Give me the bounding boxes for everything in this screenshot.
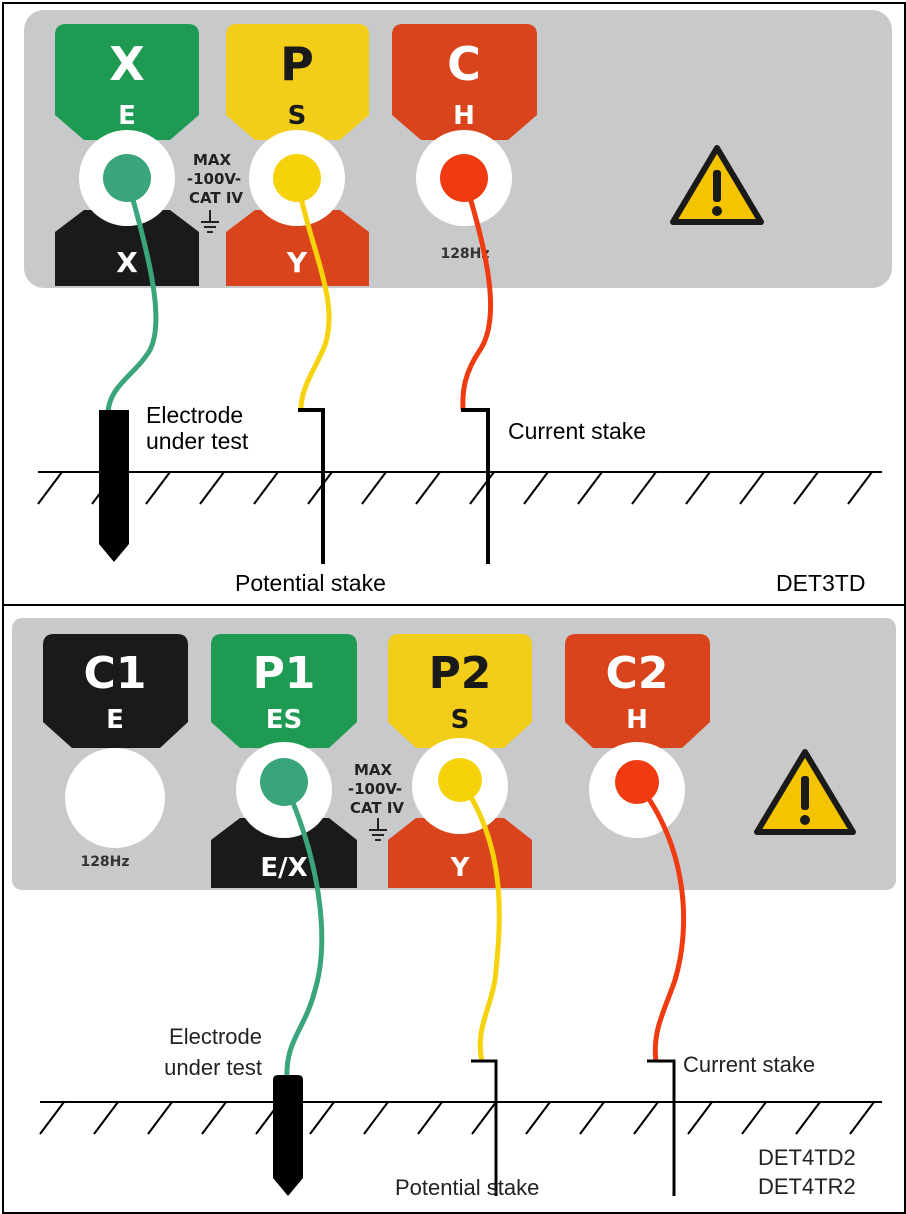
rating-voltage: -100V- [187,170,241,188]
terminal-p1-tab [211,634,357,748]
current-stake-label: Current stake [508,418,647,444]
potential-stake-label-2: Potential stake [395,1175,540,1200]
ground-symbol-2 [369,818,387,841]
rating-voltage-2: -100V- [348,780,402,798]
terminal-x-tab [55,24,199,140]
electrode-label-line1: Electrode [146,402,244,428]
electrode-label-2: Electrode under test [126,1024,262,1081]
terminal-x-lower-tab [55,210,199,286]
current-stake-label-2: Current stake [683,1052,816,1077]
terminal-p-letter: P [280,37,314,91]
terminal-p2-tab [388,634,532,748]
det3td-schematic: X E X P S Y C H MAX -100V- CAT IV 128Hz [24,10,892,564]
current-stake [461,408,490,564]
ground-hatching-2 [39,1101,875,1135]
lead-red [460,177,494,411]
terminal-p-lower-tab [226,210,369,286]
ground-hatching [37,471,873,505]
model-label-det4tr2: DET4TR2 [758,1174,856,1200]
terminal-x-letter: X [109,37,144,91]
potential-stake-label: Potential stake [235,570,386,596]
terminal-c2-letter: C2 [606,648,669,699]
terminal-p1-letter: P1 [253,648,316,699]
rating-max-2: MAX [354,761,393,779]
terminal-c1-letter: C1 [84,648,147,699]
warning-icon-2 [754,749,856,835]
lead-yellow [294,177,332,409]
model-label: DET3TD [776,570,866,596]
electrode-under-test-2 [273,1075,303,1196]
electrode-label-2-line1: Electrode [169,1024,262,1049]
terminal-x-sub: E [118,101,136,131]
lead-green [105,177,159,413]
terminal-c2-sub: H [626,705,648,735]
terminal-p2-sub: S [451,705,470,735]
terminal-p1-sub: ES [266,705,303,735]
terminal-p-lower-letter: Y [286,246,308,279]
potential-stake-2 [471,1059,498,1196]
lead-yellow-2 [457,778,502,1063]
current-stake-2 [647,1059,676,1196]
frequency-label-2: 128Hz [80,854,129,870]
terminal-p1-lower-tab [211,818,357,888]
warning-icon [670,145,764,225]
ground-symbol [201,210,219,233]
model-label-det4td2: DET4TD2 [758,1145,856,1170]
model-labels: DET4TD2 DET4TR2 [758,1145,856,1200]
terminal-p2-letter: P2 [429,648,492,699]
rating-category: CAT IV [189,189,243,207]
terminal-c1-tab [43,634,188,748]
terminal-c-tab [392,24,537,140]
rating-category-2: CAT IV [350,799,404,817]
terminal-c-letter: C [447,37,481,91]
electrode-label: Electrode under test [146,402,248,455]
lead-green-2 [281,780,325,1081]
terminal-x-lower-letter: X [116,246,138,279]
potential-stake [298,408,325,564]
electrode-label-line2: under test [146,428,249,455]
terminal-p-sub: S [288,101,307,131]
terminal-c1-sub: E [106,705,124,735]
socket-c1 [65,748,165,848]
lead-red-2 [635,780,687,1063]
rating-max: MAX [193,151,232,169]
terminal-p1-lower-letter: E/X [260,853,307,883]
frequency-label: 128Hz [440,246,489,262]
terminal-p-tab [226,24,369,140]
terminal-c-sub: H [453,101,475,131]
terminal-c2-tab [565,634,710,748]
terminal-p2-lower-letter: Y [450,853,471,883]
electrode-under-test [99,410,129,562]
electrode-label-2-line2: under test [164,1055,262,1081]
